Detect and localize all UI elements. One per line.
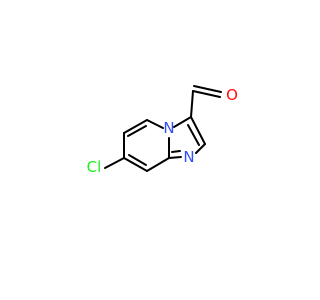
- bond-c7-c8: [123, 157, 148, 172]
- bond-c5-c6-inner: [127, 125, 147, 137]
- imidazole-nitrogen-label: N: [183, 148, 194, 166]
- bond-n4-c3: [173, 116, 192, 128]
- bond-c7-c8-inner: [128, 154, 147, 166]
- bond-c7-cl: [104, 157, 125, 169]
- bond-c5-c6: [123, 119, 148, 134]
- chlorine-atom-label: Cl: [87, 158, 102, 176]
- bond-c3-cho: [190, 90, 194, 118]
- bond-c2-n1: [195, 143, 206, 154]
- bond-c8-c8a: [146, 157, 170, 172]
- bond-n4-c5: [146, 119, 164, 129]
- bond-n1-c8a: [168, 156, 182, 159]
- bond-cho-o-double: [193, 85, 222, 93]
- bond-cho-o: [192, 90, 221, 98]
- bond-c3-c2-inner: [187, 124, 200, 146]
- bridgehead-nitrogen-label: N: [163, 119, 174, 137]
- bond-n1-c8a-inner: [171, 150, 181, 153]
- molecule-structure: O N N Cl: [87, 85, 238, 176]
- oxygen-atom-label: O: [226, 86, 238, 104]
- structure-canvas: O N N Cl: [87, 85, 238, 176]
- bond-lines: [104, 85, 222, 172]
- bond-c3-c2: [190, 116, 206, 145]
